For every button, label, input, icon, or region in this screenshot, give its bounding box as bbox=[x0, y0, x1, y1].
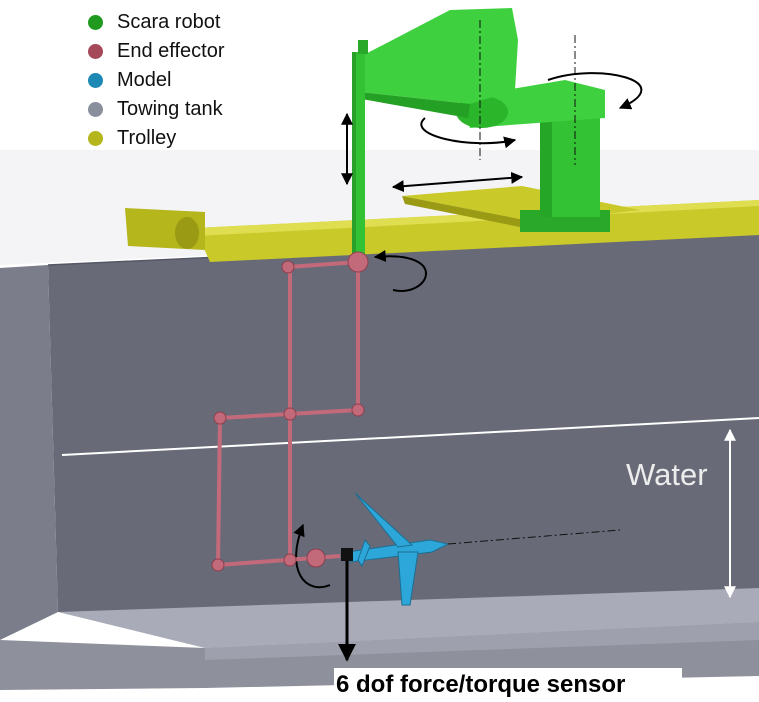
legend-dot bbox=[88, 15, 103, 30]
legend-dot bbox=[88, 44, 103, 59]
robot-arm-1 bbox=[354, 8, 518, 104]
legend-label: Model bbox=[117, 69, 172, 91]
legend-dot bbox=[88, 73, 103, 88]
force-torque-sensor bbox=[341, 548, 353, 561]
legend: Scara robot End effector Model Towing ta… bbox=[88, 8, 224, 153]
water-label: Water bbox=[626, 457, 708, 492]
legend-dot bbox=[88, 102, 103, 117]
legend-label: Scara robot bbox=[117, 11, 221, 33]
legend-item-model: Model bbox=[88, 66, 224, 95]
aircraft-model bbox=[347, 492, 450, 606]
model-wing-lower bbox=[397, 551, 419, 606]
tank-side-wall bbox=[48, 232, 759, 612]
tank-left-edge bbox=[0, 265, 58, 640]
legend-label: End effector bbox=[117, 40, 225, 62]
legend-label: Trolley bbox=[117, 127, 177, 149]
model-wing-upper bbox=[354, 492, 414, 548]
legend-item-end-effector: End effector bbox=[88, 37, 224, 66]
trolley-rail bbox=[195, 200, 759, 262]
end-effector-joints bbox=[211, 251, 369, 572]
legend-label: Towing tank bbox=[117, 98, 223, 120]
legend-item-towing-tank: Towing tank bbox=[88, 95, 224, 124]
legend-item-scara-robot: Scara robot bbox=[88, 8, 224, 37]
tank-floor bbox=[58, 588, 759, 648]
legend-dot bbox=[88, 131, 103, 146]
towing-tank bbox=[0, 231, 759, 690]
water-surface-line bbox=[61, 417, 759, 456]
legend-item-trolley: Trolley bbox=[88, 124, 224, 153]
scara-robot bbox=[352, 8, 610, 257]
motion-arrows bbox=[293, 72, 736, 662]
sensor-label: 6 dof force/torque sensor bbox=[334, 668, 682, 702]
